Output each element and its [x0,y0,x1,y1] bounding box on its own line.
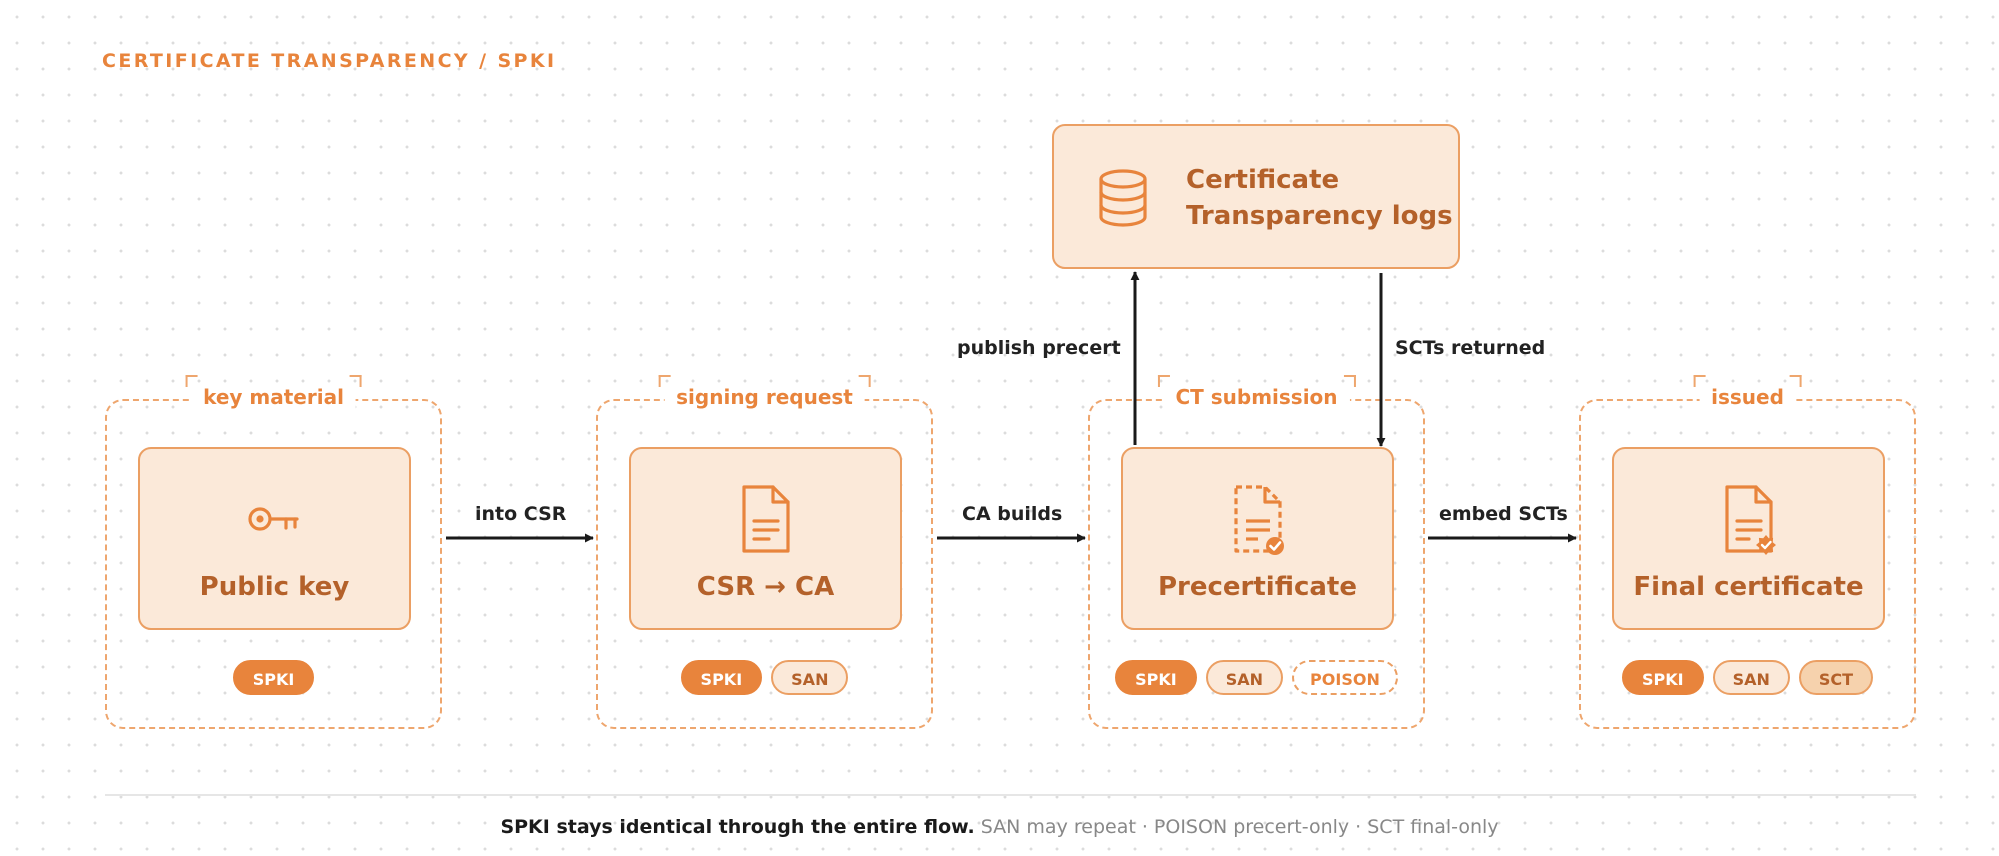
database-icon [1097,168,1149,228]
key-icon [247,483,303,555]
edge-label-publish-precert: publish precert [957,337,1121,359]
field-chips: SPKI SAN SCT [1581,660,1914,695]
stage-key-material: key material Public key SPKI [105,375,442,729]
chip-san: SAN [1712,660,1790,695]
footer-caption: SPKI stays identical through the entire … [0,816,1999,838]
edge-label-ca-builds: CA builds [962,503,1063,525]
footer-divider [105,794,1916,796]
dashed-document-check-icon [1230,483,1286,555]
caption-muted: SAN may repeat · POISON precert-only · S… [980,816,1499,838]
stage-label: signing request [658,375,871,411]
chip-spki: SPKI [232,660,315,695]
field-chips: SPKI SAN [598,660,931,695]
edge-label-into-csr: into CSR [475,503,567,525]
document-seal-icon [1721,483,1777,555]
ct-logs-title-line1: Certificate [1186,165,1340,195]
chip-san: SAN [1205,660,1284,695]
edge-label-scts-returned: SCTs returned [1395,337,1546,359]
ct-logs-title: Certificate Transparency logs [1186,162,1456,234]
final-certificate-card: Final certificate [1612,447,1885,630]
precertificate-card: Precertificate [1121,447,1394,630]
field-chips: SPKI SAN POISON [1090,660,1423,695]
stage-label: CT submission [1157,375,1356,411]
chip-spki: SPKI [1115,660,1197,695]
stage-label: key material [185,375,362,411]
chip-sct: SCT [1798,660,1874,695]
stage-ct-submission: CT submission Precertificate SPKI SAN PO… [1088,375,1425,729]
stage-label: issued [1693,375,1802,411]
card-title: CSR → CA [696,572,835,602]
public-key-card: Public key [138,447,411,630]
stage-signing-request: signing request CSR → CA SPKI SAN [596,375,933,729]
csr-card: CSR → CA [629,447,902,630]
ct-logs-title-line2: Transparency logs [1186,201,1453,231]
caption-strong: SPKI stays identical through the entire … [500,816,975,838]
document-icon [738,483,794,555]
card-title: Final certificate [1633,572,1864,602]
card-title: Precertificate [1157,572,1357,602]
ct-logs-card: Certificate Transparency logs [1052,124,1460,269]
edge-label-embed-scts: embed SCTs [1439,503,1568,525]
stage-issued: issued Final certificate SPKI SAN SCT [1579,375,1916,729]
chip-poison: POISON [1292,660,1398,695]
field-chips: SPKI [107,660,440,695]
chip-spki: SPKI [1621,660,1704,695]
chip-san: SAN [771,660,849,695]
card-title: Public key [199,572,350,602]
diagram-eyebrow-title: CERTIFICATE TRANSPARENCY / SPKI [102,50,557,72]
chip-spki: SPKI [680,660,763,695]
